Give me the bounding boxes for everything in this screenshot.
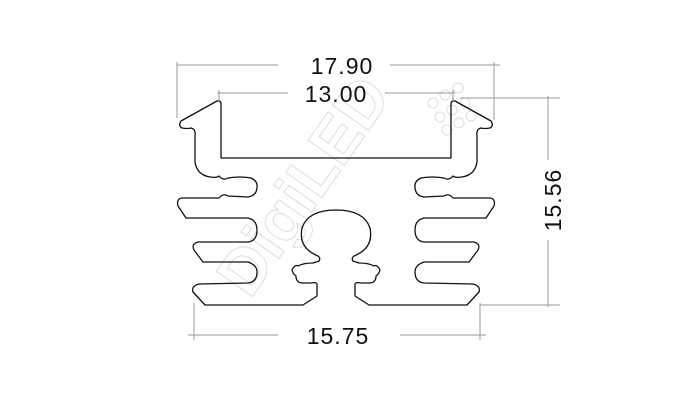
svg-text:DigiLED: DigiLED xyxy=(202,63,404,308)
dimension-height: 15.56 xyxy=(460,96,566,307)
dimension-label-15-56: 15.56 xyxy=(540,169,566,232)
dimension-label-17-90: 17.90 xyxy=(311,53,374,79)
dimension-label-13-00: 13.00 xyxy=(305,81,368,107)
dimension-base-width: 15.75 xyxy=(188,303,486,349)
dimension-overall-top-width: 17.90 xyxy=(176,53,500,120)
dimension-inner-channel-width: 13.00 xyxy=(217,81,455,107)
dimension-label-15-75: 15.75 xyxy=(307,323,370,349)
profile-outline xyxy=(176,100,496,306)
